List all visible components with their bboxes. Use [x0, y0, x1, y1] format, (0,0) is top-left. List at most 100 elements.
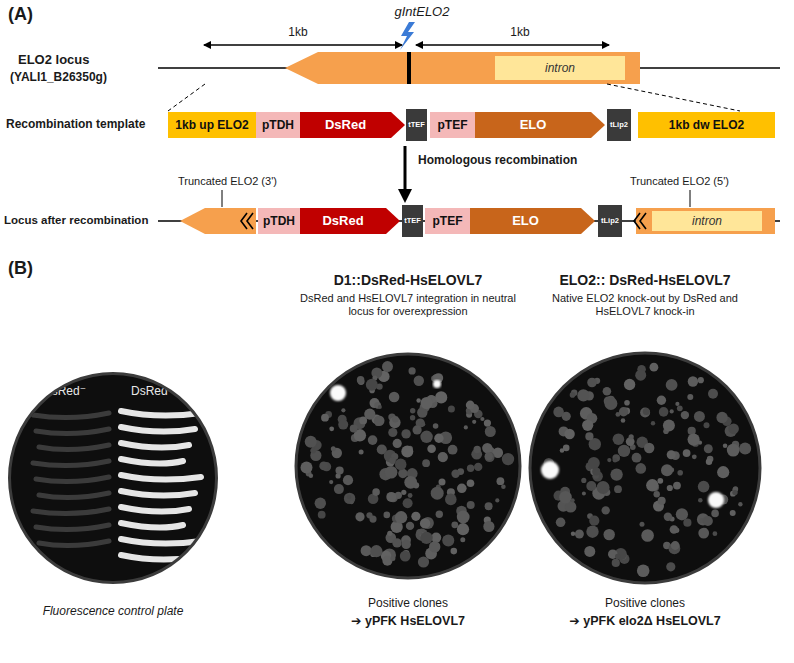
colony: [577, 389, 589, 401]
colony: [694, 411, 705, 422]
colony: [624, 400, 630, 406]
part-label: ELO: [520, 118, 547, 132]
colony: [329, 426, 334, 431]
colony: [706, 459, 712, 465]
colony: [467, 465, 474, 472]
colony: [467, 501, 475, 509]
colony: [650, 363, 659, 372]
colony: [673, 482, 681, 490]
promoter-box: pTEF: [425, 208, 470, 234]
colony: [416, 398, 420, 402]
colony: [413, 425, 422, 434]
colony: [581, 478, 586, 483]
colony-group: [544, 363, 752, 577]
colony: [501, 485, 506, 490]
colony: [429, 541, 440, 552]
colony: [334, 484, 344, 494]
leader-line: [222, 190, 223, 207]
colony: [395, 459, 407, 471]
panel-label: (A): [8, 4, 58, 26]
colony: [467, 479, 475, 487]
bright-streak: [121, 475, 201, 480]
dim-streak: [36, 477, 109, 482]
agar-plate: [530, 353, 760, 583]
plate-subtitle: Native ELO2 knock-out by DsRed and HsELO…: [545, 292, 745, 318]
colony: [385, 466, 398, 479]
colony: [480, 417, 484, 421]
colony: [666, 562, 675, 571]
arrow-shape: [470, 208, 595, 234]
colony: [570, 392, 576, 398]
bright-streak: [121, 507, 189, 512]
colony: [420, 431, 432, 443]
colony: [584, 546, 595, 557]
promoter-box: pTDH: [258, 208, 300, 234]
truncated-gene-arrow: [180, 208, 256, 234]
colony: [460, 537, 465, 542]
colony: [667, 450, 676, 459]
dimension-label: 1kb: [500, 25, 540, 39]
colony: [398, 469, 407, 478]
colony: [698, 528, 709, 539]
colony: [434, 434, 443, 443]
colony: [687, 394, 693, 400]
streak-group: [33, 411, 201, 560]
colony: [730, 510, 736, 516]
colony: [439, 479, 446, 486]
process-label: Homologous recombination: [418, 153, 638, 167]
colony: [318, 511, 326, 519]
colony: [661, 464, 673, 476]
fluorescent-colony: [541, 461, 559, 479]
part-label: tTEF: [404, 217, 421, 225]
colony: [703, 516, 713, 526]
dim-streak: [33, 413, 109, 418]
arrow-shape: [300, 112, 405, 138]
cut-bolt: [400, 22, 415, 50]
dim-streak: [39, 445, 109, 450]
colony: [643, 408, 650, 415]
homology-arm: 1kb dw ELO2: [638, 112, 775, 138]
part-label: pTDH: [262, 119, 294, 132]
colony: [406, 522, 414, 530]
colony: [485, 426, 496, 437]
colony: [659, 407, 669, 417]
colony: [359, 417, 367, 425]
colony: [728, 424, 739, 435]
colony: [588, 457, 600, 469]
colony: [607, 458, 611, 462]
colony: [484, 420, 491, 427]
gene-arrow: ELO: [470, 208, 595, 234]
colony: [464, 425, 468, 429]
colony: [431, 533, 441, 543]
colony: [448, 445, 458, 455]
colony: [657, 396, 666, 405]
colony: [640, 408, 650, 418]
colony: [395, 511, 407, 523]
colony: [654, 491, 660, 497]
colony: [357, 376, 365, 384]
colony: [597, 481, 610, 494]
colony: [474, 446, 481, 453]
colony: [350, 425, 358, 433]
colony: [618, 445, 630, 457]
colony: [585, 432, 593, 440]
colony: [374, 402, 381, 409]
colony: [402, 540, 411, 549]
dim-streak: [39, 493, 109, 498]
colony-group: [301, 361, 515, 568]
colony: [571, 498, 575, 502]
colony: [663, 420, 675, 432]
colony: [713, 531, 718, 536]
colony: [621, 418, 626, 423]
colony: [409, 367, 416, 374]
colony: [438, 452, 448, 462]
colony: [457, 523, 469, 535]
colony: [438, 453, 447, 462]
strain-name: ➔ yPFK elo2Δ HsELOVL7: [535, 614, 755, 629]
colony: [603, 387, 612, 396]
colony: [613, 433, 625, 445]
colony: [629, 434, 634, 439]
colony: [671, 541, 680, 550]
plate-caption: Fluorescence control plate: [8, 604, 218, 618]
colony: [387, 531, 392, 536]
